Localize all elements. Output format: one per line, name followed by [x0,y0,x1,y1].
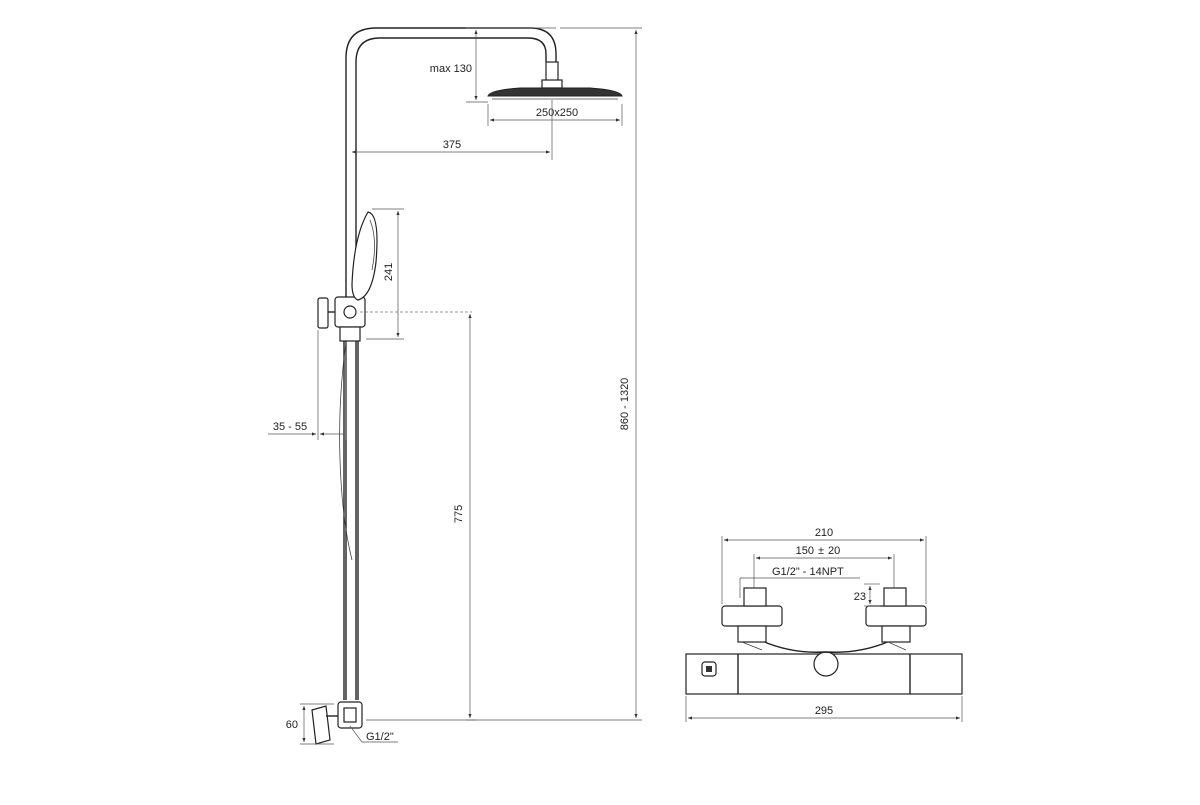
label-max130: max 130 [430,63,472,75]
left-eccentric-neck [737,625,767,643]
label-295: 295 [815,705,833,717]
mixer-center-knob [813,651,839,677]
label-pm: ± [818,545,824,557]
diverter-collar [339,326,361,342]
shower-head [487,87,623,97]
riser-pipe [345,27,557,700]
column-dimensions: max 130 250x250 375 241 775 860 - 1320 3… [268,27,642,745]
mixer-dimensions: 210 150 ± 20 G1/2" - 14NPT 23 295 [685,527,963,722]
right-eccentric-edge [887,641,907,651]
label-210: 210 [815,527,833,539]
thermostatic-mixer [685,587,963,695]
hand-shower [351,211,378,301]
wall-bracket [311,705,331,745]
label-wall-offset: 35 - 55 [273,421,307,433]
right-eccentric-nut [865,605,927,627]
label-375: 375 [443,139,461,151]
head-connector [545,61,559,83]
head-nut [541,79,563,89]
bottom-inlet-inner [343,707,357,723]
label-g12: G1/2" [366,731,394,743]
riser-pipe-inner [355,37,547,700]
diverter-knob [343,305,357,319]
label-150: 150 [796,545,814,557]
label-tolerance: 20 [828,545,840,557]
label-total: 860 - 1320 [619,378,631,431]
right-eccentric-neck [881,625,911,643]
shower-column [311,27,623,745]
label-23: 23 [854,591,866,603]
left-eccentric-edge [741,641,763,651]
right-eccentric-stem [883,587,907,607]
leader-g12 [349,725,398,743]
hand-shower-face [369,219,375,271]
mixer-button-inner [706,666,712,672]
left-eccentric-stem [743,587,767,607]
label-60: 60 [286,719,298,731]
hose [339,341,353,561]
label-241: 241 [383,263,395,281]
left-eccentric-nut [721,605,783,627]
label-250x250: 250x250 [536,107,578,119]
diverter-handle [317,297,329,329]
label-775: 775 [453,505,465,523]
label-thread: G1/2" - 14NPT [772,566,844,578]
mixer-bridge [759,639,893,653]
